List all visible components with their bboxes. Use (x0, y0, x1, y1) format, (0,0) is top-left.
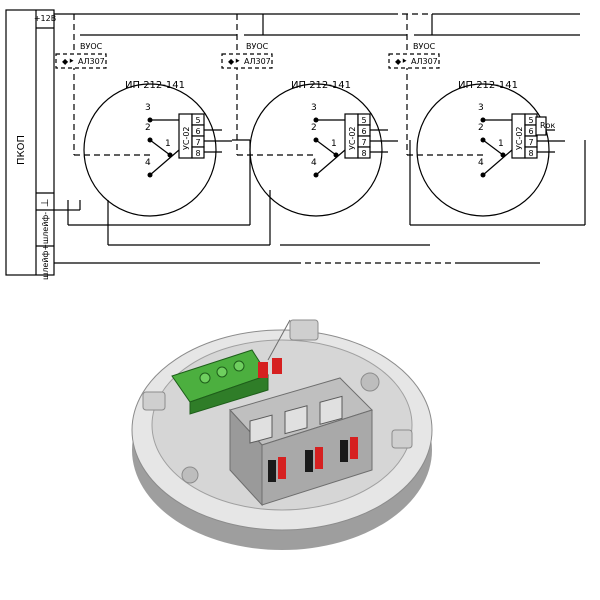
terminal-label: 7 (528, 138, 533, 147)
point-3-label: 3 (311, 103, 317, 113)
socket-illustration (131, 319, 433, 550)
black-contact-1 (268, 460, 276, 482)
terminal-label: 6 (528, 127, 533, 136)
led-label: АЛ307 (78, 57, 105, 66)
point-2-label: 2 (478, 123, 484, 133)
terminal-label: 8 (528, 149, 533, 158)
panel-power-label: +12В (34, 14, 56, 23)
point-1-label: 1 (331, 139, 337, 149)
detector-body (83, 83, 217, 217)
socket-screw-hole-left (181, 466, 199, 484)
point-4-label: 4 (311, 158, 317, 168)
led-icon: ◆⯈ (228, 57, 241, 66)
detector-3: ВУОС ◆⯈АЛ307 ИП 212-141 1 2 3 4 УС-02 5 6 7 8 Rок (388, 42, 565, 217)
socket-tab-top (289, 319, 319, 341)
resistor-label: Rок (540, 121, 555, 130)
terminal-label: 5 (195, 116, 200, 125)
socket-screw-hole-right (360, 372, 380, 392)
socket-label: УС-02 (182, 126, 191, 150)
terminal-label: 6 (361, 127, 366, 136)
detector-model: ИП 212-141 (458, 80, 518, 91)
point-3-label: 3 (145, 103, 151, 113)
led-indicator-box (221, 53, 273, 69)
panel-box (5, 9, 55, 276)
panel-loop-plus-label: шлейф+ (41, 244, 50, 280)
detector-body (249, 83, 383, 217)
socket-label: УС-02 (348, 126, 357, 150)
panel-ground-label: ⊥ (40, 199, 51, 208)
terminal-label: 8 (361, 149, 366, 158)
control-panel: +12В ПКОП ⊥ шлейф- шлейф+ (5, 9, 56, 280)
black-contact-3 (340, 440, 348, 462)
vuos-label: ВУОС (246, 42, 269, 51)
socket-tab-left (142, 391, 166, 411)
point-4-label: 4 (145, 158, 151, 168)
red-contact-top-1 (258, 362, 268, 378)
detector-2: ВУОС ◆⯈АЛ307 ИП 212-141 1 2 3 4 УС-02 5 6 7 8 (221, 42, 398, 217)
bus-wires (54, 13, 586, 264)
point-2-label: 2 (311, 123, 317, 133)
led-label: АЛ307 (244, 57, 271, 66)
terminal-label: 8 (195, 149, 200, 158)
red-contact-top-2 (272, 358, 282, 374)
vuos-label: ВУОС (413, 42, 436, 51)
green-terminal-block (171, 349, 269, 415)
point-3-label: 3 (478, 103, 484, 113)
terminal-label: 7 (195, 138, 200, 147)
led-label: АЛ307 (411, 57, 438, 66)
detector-body (416, 83, 550, 217)
led-icon: ◆⯈ (62, 57, 75, 66)
led-icon: ◆⯈ (395, 57, 408, 66)
terminal-label: 5 (528, 116, 533, 125)
end-resistor (535, 116, 547, 136)
detector-model: ИП 212-141 (125, 80, 185, 91)
socket-tab-right (391, 429, 413, 449)
black-contact-2 (305, 450, 313, 472)
vuos-label: ВУОС (80, 42, 103, 51)
detector-model: ИП 212-141 (291, 80, 351, 91)
point-1-label: 1 (165, 139, 171, 149)
panel-loop-minus-label: шлейф- (41, 212, 50, 244)
led-indicator-box (388, 53, 440, 69)
socket-label: УС-02 (515, 126, 524, 150)
terminal-label: 5 (361, 116, 366, 125)
detector-1: ВУОС ◆⯈АЛ307 ИП 212-141 1 2 3 4 УС-02 5 6 7 8 (55, 42, 232, 217)
contact-assembly (229, 319, 373, 507)
terminal-label: 6 (195, 127, 200, 136)
terminal-label: 7 (361, 138, 366, 147)
red-contact-2 (315, 447, 323, 469)
panel-name: ПКОП (16, 135, 27, 165)
red-contact-3 (350, 437, 358, 459)
point-1-label: 1 (498, 139, 504, 149)
point-4-label: 4 (478, 158, 484, 168)
led-indicator-box (55, 53, 107, 69)
red-contact-1 (278, 457, 286, 479)
point-2-label: 2 (145, 123, 151, 133)
